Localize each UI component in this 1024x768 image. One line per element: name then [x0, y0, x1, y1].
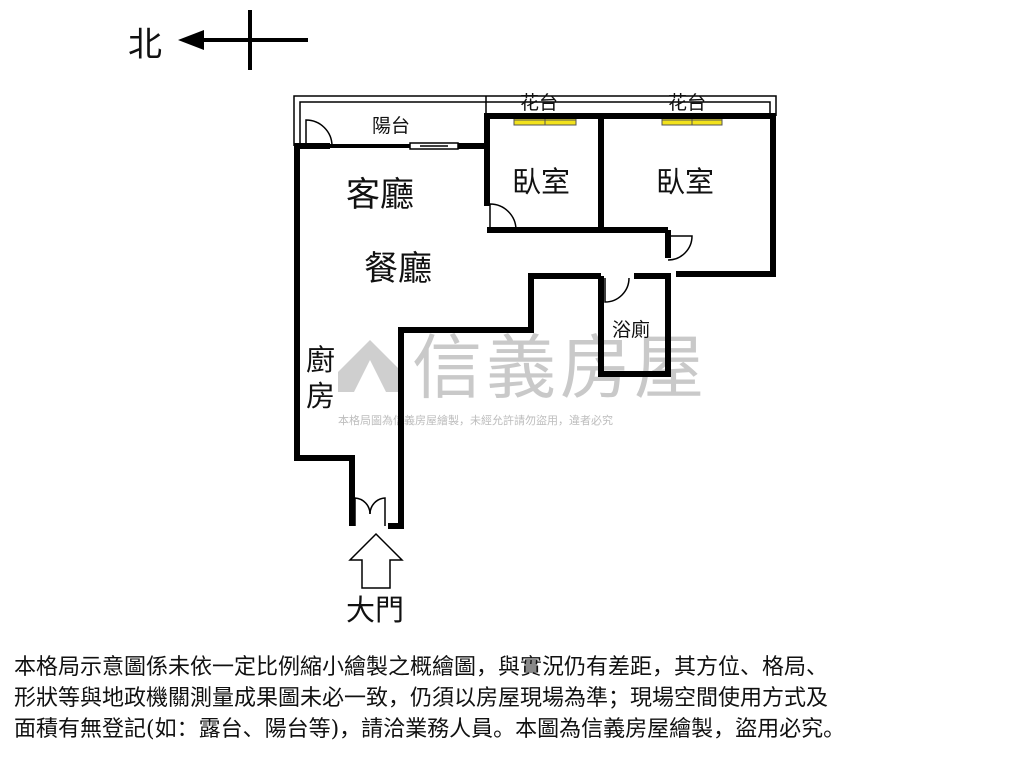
bathroom-label: 浴廁 — [612, 318, 650, 341]
north-compass: 北 — [128, 10, 308, 70]
watermark-brand: 信義房屋 — [412, 327, 708, 409]
walls — [294, 113, 776, 529]
kitchen-label-bottom: 房 — [306, 379, 335, 413]
planter-left-label: 花台 — [520, 92, 558, 114]
dining-room-label: 餐廳 — [364, 249, 432, 289]
bedroom-left-label: 臥室 — [512, 165, 570, 199]
entrance-label: 大門 — [346, 593, 404, 627]
entrance-arrow — [348, 532, 404, 589]
living-room-label: 客廳 — [346, 175, 414, 215]
north-label: 北 — [128, 25, 162, 65]
bathroom-door-swing — [604, 277, 630, 303]
disclaimer-line-2: 形狀等與地政機關測量成果圖未必一致，仍須以房屋現場為準；現場空間使用方式及 — [14, 686, 829, 711]
planter-right-label: 花台 — [668, 92, 706, 114]
balcony-sliding-door — [330, 142, 459, 150]
entrance-door-swing-right — [369, 497, 386, 526]
watermark-notice: 本格局圖為信義房屋繪製，未經允許請勿盜用，違者必究 — [338, 413, 613, 427]
disclaimer-line-1: 本格局示意圖係未依一定比例縮小繪製之概繪圖，與實況仍有差距，其方位、格局、 — [14, 655, 829, 680]
bedroom-left-door-swing — [489, 203, 517, 231]
floor-plan: 北 信義房屋 本格局圖為信義房屋繪製，未經允許請勿盜用，違者必究 — [128, 10, 777, 627]
bedroom-right-door-swing — [667, 235, 693, 261]
bedroom-right-label: 臥室 — [656, 165, 714, 199]
balcony-railing — [293, 95, 777, 146]
disclaimer-line-3: 面積有無登記(如：露台、陽台等)，請洽業務人員。本圖為信義房屋繪製，盜用必究。 — [14, 717, 846, 742]
doors — [305, 119, 693, 526]
entrance-door-swing-left — [354, 497, 371, 526]
balcony-label: 陽台 — [372, 115, 410, 137]
compass-arrow-head — [178, 30, 204, 50]
kitchen-label-top: 廚 — [306, 343, 335, 377]
planters — [513, 114, 723, 126]
disclaimer-text: 本格局示意圖係未依一定比例縮小繪製之概繪圖，與實況仍有差距，其方位、格局、 形狀… — [14, 652, 1014, 745]
watermark: 信義房屋 本格局圖為信義房屋繪製，未經允許請勿盜用，違者必究 — [338, 327, 708, 427]
watermark-logo-icon — [338, 340, 402, 392]
balcony-door-swing — [305, 119, 333, 147]
